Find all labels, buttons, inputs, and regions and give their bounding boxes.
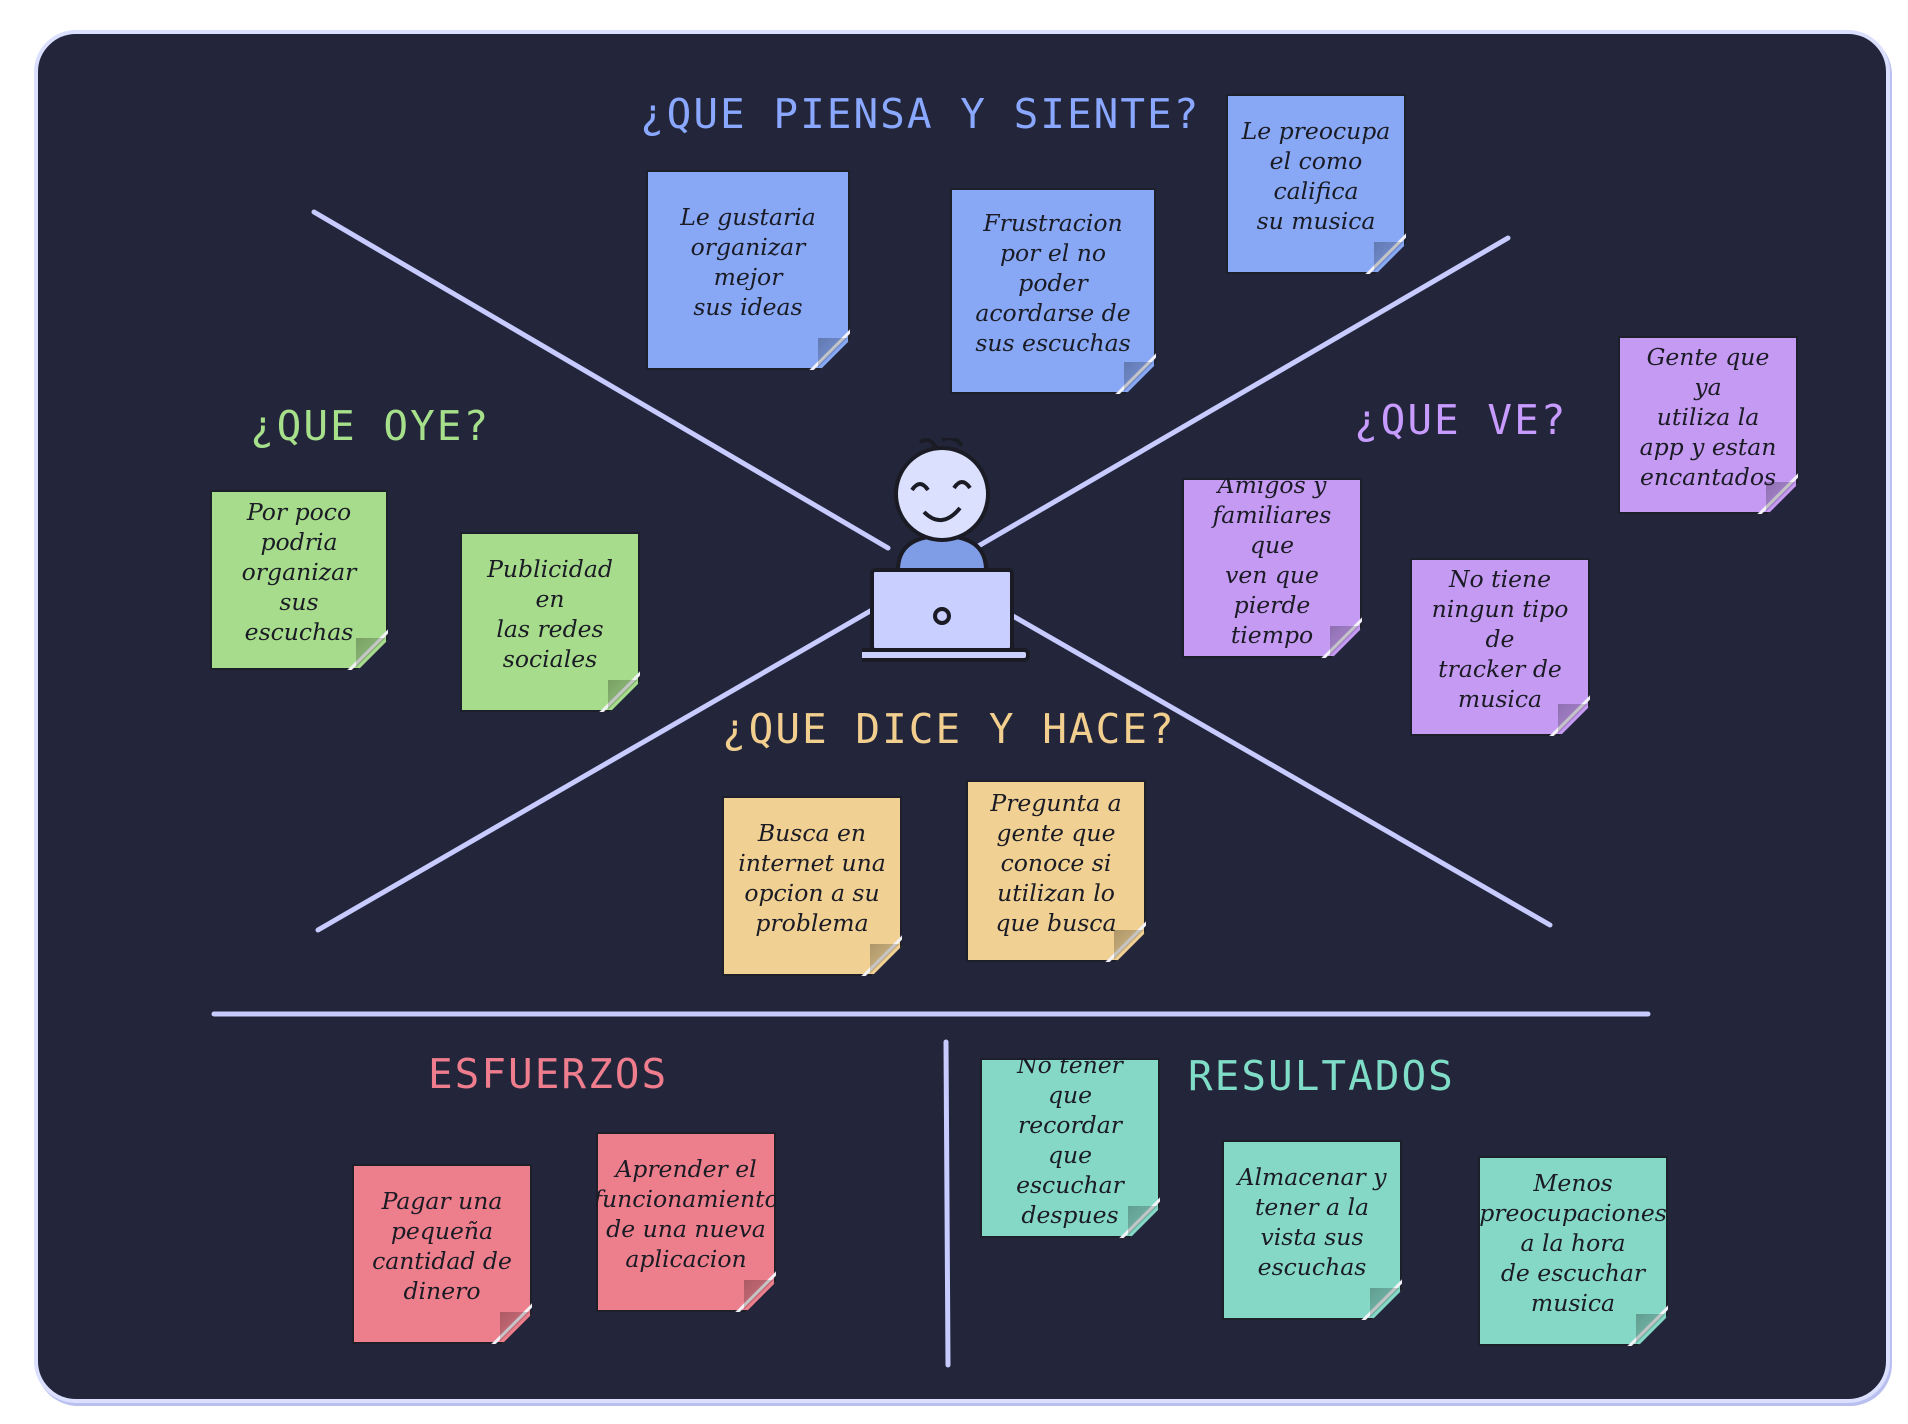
title-oye: ¿QUE OYE? (250, 402, 491, 450)
diagonal-line-upper-left (311, 209, 891, 551)
note-text: Frustracion por el no poder acordarse de… (975, 208, 1131, 358)
note-text: Le gustaria organizar mejor sus ideas (680, 202, 816, 322)
sticky-note: Pagar una pequeña cantidad de dinero (352, 1164, 532, 1344)
note-text: Publicidad en las redes sociales (487, 554, 613, 674)
sticky-note: Le gustaria organizar mejor sus ideas (646, 170, 850, 370)
user-with-laptop-icon (862, 438, 1030, 662)
sticky-note: Aprender el funcionamiento de una nueva … (596, 1132, 776, 1312)
sticky-note: Menos preocupaciones a la hora de escuch… (1478, 1156, 1668, 1346)
note-text: No tener que recordar que escuchar despu… (1016, 1050, 1124, 1230)
sticky-note: No tener que recordar que escuchar despu… (980, 1058, 1160, 1238)
title-ve: ¿QUE VE? (1354, 396, 1568, 444)
note-text: Menos preocupaciones a la hora de escuch… (1479, 1168, 1667, 1318)
sticky-note: Busca en internet una opcion a su proble… (722, 796, 902, 976)
note-text: Aprender el funcionamiento de una nueva … (593, 1154, 779, 1274)
diagonal-line-lower-right (1003, 609, 1553, 928)
vertical-divider (943, 1039, 951, 1368)
sticky-note: Gente que ya utiliza la app y estan enca… (1618, 336, 1798, 514)
title-esfuerzos: ESFUERZOS (428, 1050, 669, 1098)
sticky-note: Pregunta a gente que conoce si utilizan … (966, 780, 1146, 962)
note-text: No tiene ningun tipo de tracker de music… (1431, 564, 1569, 714)
diagonal-line-lower-left (315, 607, 875, 933)
note-text: Pagar una pequeña cantidad de dinero (372, 1186, 512, 1306)
sticky-note: No tiene ningun tipo de tracker de music… (1410, 558, 1590, 736)
note-text: Amigos y familiares que ven que pierde t… (1212, 470, 1332, 650)
note-text: Le preocupa el como califica su musica (1241, 116, 1391, 236)
title-dice-y-hace: ¿QUE DICE Y HACE? (722, 705, 1176, 753)
note-text: Por poco podria organizar sus escuchas (241, 497, 357, 647)
note-text: Almacenar y tener a la vista sus escucha… (1237, 1162, 1387, 1282)
sticky-note: Frustracion por el no poder acordarse de… (950, 188, 1156, 394)
sticky-note: Publicidad en las redes sociales (460, 532, 640, 712)
sticky-note: Amigos y familiares que ven que pierde t… (1182, 478, 1362, 658)
note-text: Pregunta a gente que conoce si utilizan … (990, 788, 1122, 938)
sticky-note: Le preocupa el como califica su musica (1226, 94, 1406, 274)
diagonal-line-upper-right (972, 235, 1511, 551)
title-resultados: RESULTADOS (1188, 1052, 1455, 1100)
note-text: Busca en internet una opcion a su proble… (738, 818, 886, 938)
sticky-note: Almacenar y tener a la vista sus escucha… (1222, 1140, 1402, 1320)
title-piensa-y-siente: ¿QUE PIENSA Y SIENTE? (640, 90, 1201, 138)
sticky-note: Por poco podria organizar sus escuchas (210, 490, 388, 670)
note-text: Gente que ya utiliza la app y estan enca… (1639, 342, 1777, 492)
